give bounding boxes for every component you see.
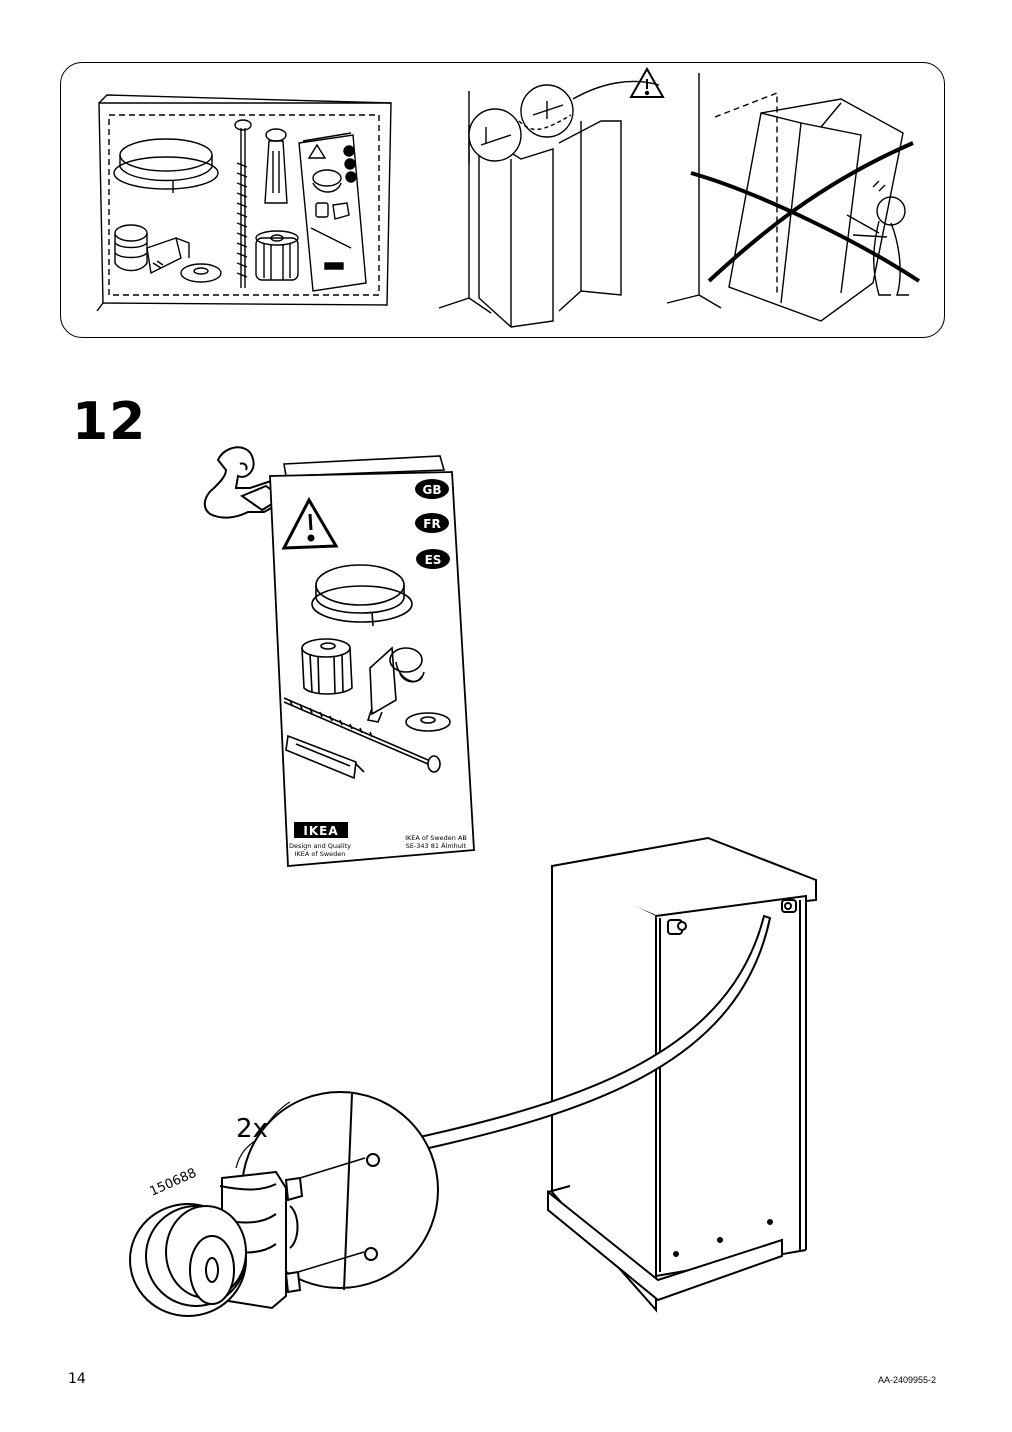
language-label-es: ES: [425, 553, 442, 567]
language-badge-es: [416, 549, 450, 569]
svg-text:IKEA: IKEA: [303, 824, 338, 838]
leveling-bracket-part: [129, 1170, 304, 1317]
ikea-logo: IKEA: [294, 822, 348, 838]
wall-mounting-illustration: [438, 80, 660, 328]
hardware-bag-illustration: [96, 94, 392, 312]
page-number: 14: [68, 1371, 86, 1387]
warning-icon: [281, 496, 339, 550]
document-code: AA-2409955-2: [878, 1375, 937, 1385]
booklet-design-line2: IKEA of Sweden: [295, 850, 346, 858]
booklet-address-line2: SE-343 81 Älmhult: [406, 841, 467, 850]
tipping-hazard-illustration: [666, 73, 921, 322]
language-badges: GB FR ES: [415, 479, 450, 569]
part-number-label: 150688: [148, 1166, 199, 1200]
language-label-gb: GB: [423, 483, 442, 497]
language-badge-gb: [415, 479, 449, 499]
step-number: 12: [72, 392, 147, 452]
detail-callout: [241, 914, 772, 1291]
safety-panel-illustrations: [96, 66, 921, 328]
booklet-address-line1: IKEA of Sweden AB: [405, 834, 467, 842]
instruction-booklet: GB FR ES IKEA Design and Quality IKEA of…: [269, 455, 475, 867]
warning-icon: [629, 66, 665, 98]
language-badge-fr: [415, 513, 449, 533]
cabinet-illustration: [547, 836, 817, 1313]
language-label-fr: FR: [423, 517, 440, 531]
booklet-design-line1: Design and Quality: [289, 842, 351, 850]
safety-info-panel: [60, 62, 945, 338]
